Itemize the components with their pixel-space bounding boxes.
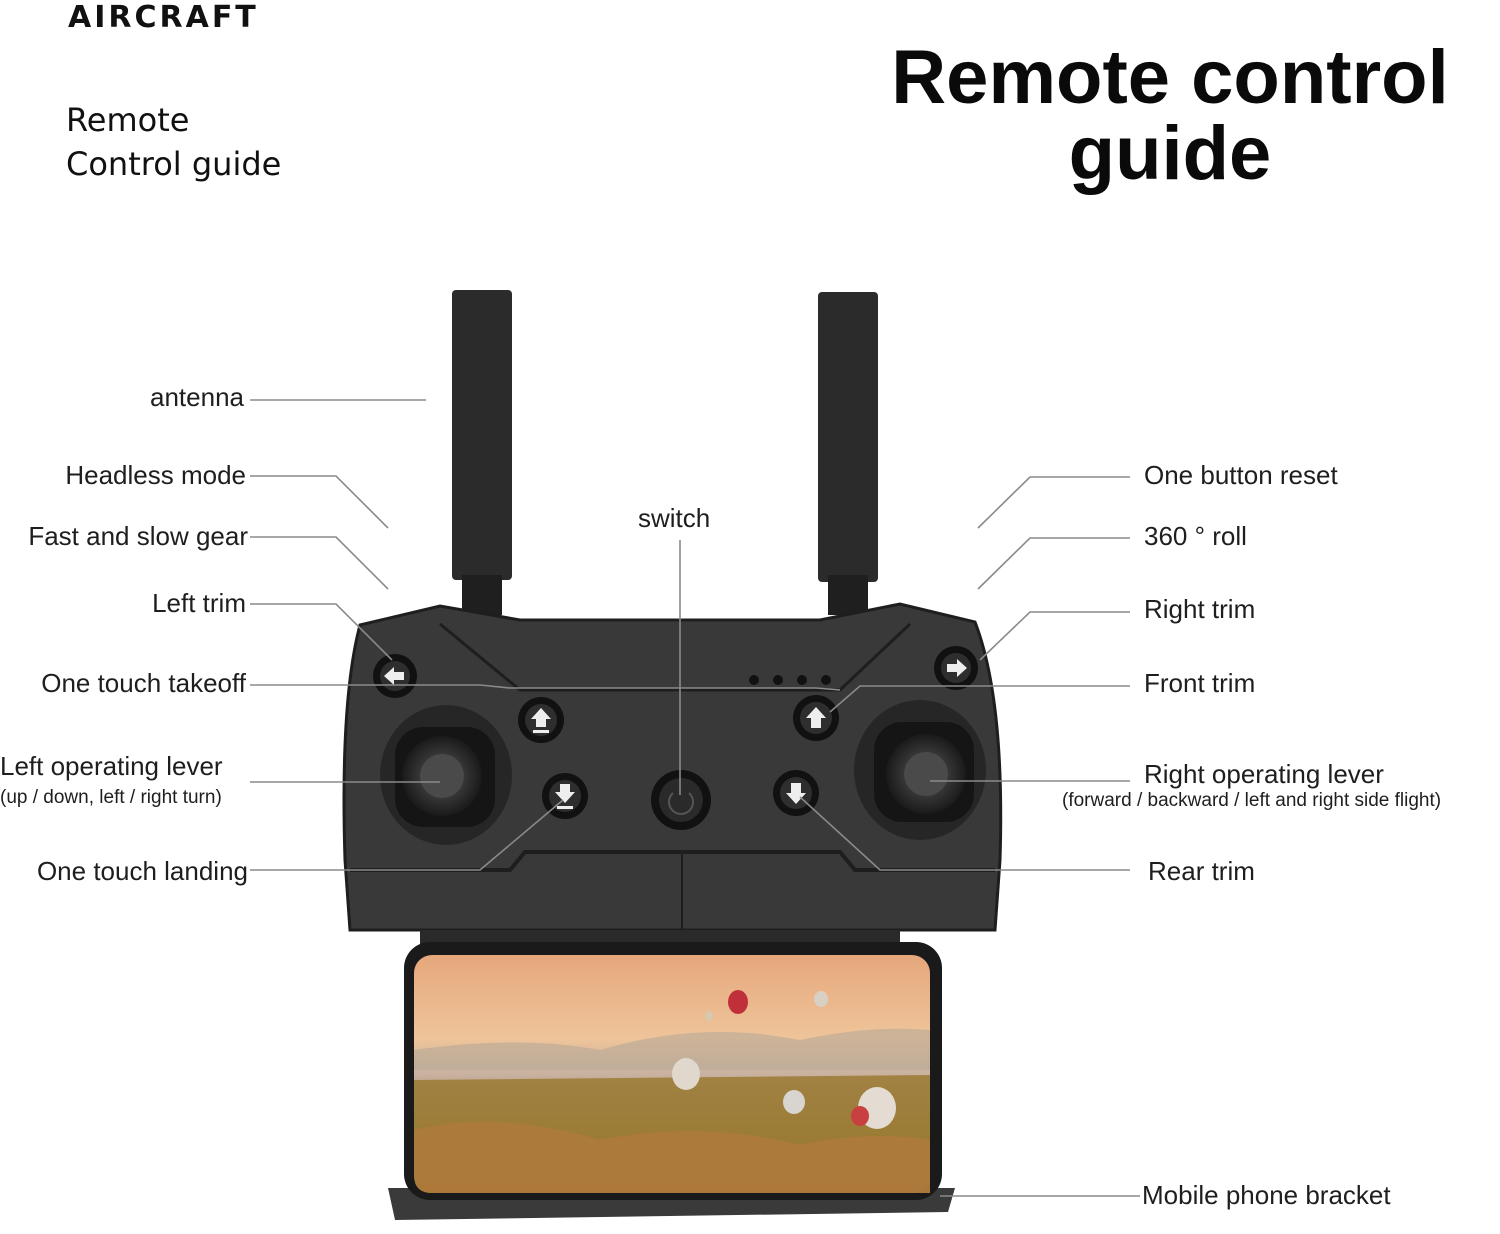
label-360-roll: 360 ° roll bbox=[1144, 521, 1247, 551]
arrow-right-icon bbox=[947, 659, 967, 677]
label-right-operating-lever: Right operating lever bbox=[1144, 759, 1384, 789]
label-one-touch-takeoff: One touch takeoff bbox=[41, 668, 246, 698]
label-left-lever-description: (up / down, left / right turn) bbox=[0, 787, 222, 808]
label-antenna: antenna bbox=[150, 382, 244, 412]
title-line-2: guide bbox=[1068, 111, 1272, 196]
right-operating-lever[interactable] bbox=[854, 700, 986, 840]
landing-arrow-icon bbox=[555, 784, 575, 809]
arrow-up-icon bbox=[806, 707, 826, 728]
front-trim-button[interactable] bbox=[793, 695, 839, 741]
brand-logo: AIRCRAFT bbox=[68, 0, 259, 35]
balloon-icon bbox=[814, 991, 828, 1007]
label-rear-trim: Rear trim bbox=[1148, 856, 1255, 886]
left-trim-button[interactable] bbox=[373, 654, 417, 698]
one-touch-takeoff-button[interactable] bbox=[518, 697, 564, 743]
subtitle-line-1: Remote bbox=[66, 101, 190, 139]
balloon-icon bbox=[728, 990, 748, 1014]
power-switch-button[interactable] bbox=[651, 770, 711, 830]
controller-body bbox=[342, 602, 1003, 932]
arrow-down-icon bbox=[786, 783, 806, 804]
page-title: Remote control guide bbox=[860, 40, 1480, 192]
balloon-icon bbox=[851, 1106, 869, 1126]
label-headless-mode: Headless mode bbox=[65, 460, 246, 490]
subtitle: Remote Control guide bbox=[66, 98, 281, 186]
label-one-button-reset: One button reset bbox=[1144, 460, 1338, 490]
subtitle-line-2: Control guide bbox=[66, 145, 282, 183]
power-icon bbox=[668, 792, 694, 815]
antenna-left bbox=[452, 290, 512, 615]
label-left-trim: Left trim bbox=[152, 588, 246, 618]
label-mobile-phone-bracket: Mobile phone bracket bbox=[1142, 1180, 1391, 1210]
label-right-trim: Right trim bbox=[1144, 594, 1256, 624]
label-front-trim: Front trim bbox=[1144, 668, 1256, 698]
right-trim-button[interactable] bbox=[934, 646, 978, 690]
mobile-phone-bracket bbox=[388, 930, 955, 1220]
label-right-lever-description: (forward / backward / left and right sid… bbox=[1062, 790, 1442, 811]
label-one-touch-landing: One touch landing bbox=[36, 856, 248, 886]
title-line-1: Remote control bbox=[891, 35, 1449, 120]
leader-lines bbox=[250, 399, 1140, 1197]
antenna-right bbox=[818, 292, 878, 615]
arrow-left-icon bbox=[384, 667, 404, 685]
left-operating-lever[interactable] bbox=[380, 705, 512, 845]
takeoff-arrow-icon bbox=[531, 708, 551, 733]
balloon-icon bbox=[672, 1058, 700, 1090]
label-left-operating-lever: Left operating lever bbox=[0, 751, 223, 781]
balloon-icon bbox=[705, 1011, 713, 1021]
label-switch: switch bbox=[638, 503, 711, 533]
balloon-icon bbox=[783, 1090, 805, 1114]
label-fast-slow-gear: Fast and slow gear bbox=[28, 521, 248, 551]
